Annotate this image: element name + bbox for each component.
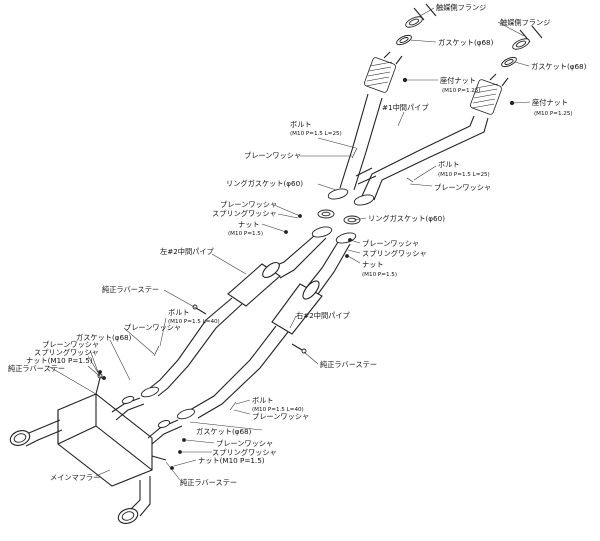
mid-pipe-2-right-part [176,232,357,420]
ring-gaskets-part [317,209,361,225]
cat-flange-right-part [512,25,543,50]
gasket-lower-left-label: ガスケット(φ68) [76,333,132,342]
nut-mid-left-label: ナット [238,220,260,229]
seat-nut-left-label: 座付ナット [440,76,476,85]
rubber-stay-left-label: 純正ラバーステー [8,364,65,373]
gasket-top-right-label: ガスケット(φ68) [531,62,587,71]
bolt-upper-left-label: ボルト [290,120,312,129]
mid-pipe-2-right-label: 右#2中間パイプ [296,311,351,320]
cat-flange-right-label: 触媒側フランジ [500,18,550,27]
rubber-stay-bottom-label: 純正ラバーステー [180,478,237,487]
bolt-upper-right-label: ボルト [438,160,460,169]
rubber-stay-right-part [291,343,307,354]
ring-gasket-left-label: リングガスケット(φ60) [226,179,303,188]
rubber-stay-upper-part [192,304,207,315]
cat-flange-left-part [405,3,437,28]
spring-washer-mid-right-label: スプリングワッシャ [362,249,427,258]
gasket-top-left-part [396,34,412,46]
nut-mid-left-spec: (M10 P=1.5) [228,231,263,237]
seat-nut-right-spec: (M10 P=1.25) [534,111,573,117]
plain-washer-lower-left-label: プレーンワッシャ [124,323,181,332]
rubber-stay-upper-label: 純正ラバーステー [102,285,159,294]
spring-washer-bottom-label: スプリングワッシャ [212,448,277,457]
gasket-lower-right-label: ガスケット(φ68) [196,427,252,436]
gasket-top-left-label: ガスケット(φ68) [438,38,494,47]
seat-nut-left-spec: (M10 P=1.25) [442,88,481,94]
nut-mid-right-spec: (M10 P=1.5) [362,272,397,278]
plain-washer-upper-left-label: プレーンワッシャ [244,151,301,160]
cat-flange-left-label: 触媒側フランジ [436,3,486,12]
spring-washer-mid-left-label: スプリングワッシャ [212,209,277,218]
bolt-lower-left-label: ボルト [168,308,190,317]
rubber-stay-right-label: 純正ラバーステー [320,360,377,369]
plain-washer-bottom-label: プレーンワッシャ [216,439,273,448]
ring-gasket-right-label: リングガスケット(φ60) [368,214,445,223]
mid-pipe-1-flanges [327,188,375,206]
flex-joint-left [364,51,403,93]
plain-washer-far-left-label: プレーンワッシャ [42,340,99,349]
bolt-lower-right-label: ボルト [252,396,274,405]
plain-washer-lower-right-label: プレーンワッシャ [252,412,309,421]
mid-pipe-2-left-part [140,226,333,398]
plain-washer-upper-right-label: プレーンワッシャ [434,183,491,192]
main-muffler-label: メインマフラー [50,473,100,482]
main-muffler-part [9,373,183,524]
mid-pipe-2-left-label: 左#2中間パイプ [160,247,215,256]
bolt-upper-right-spec: (M10 P=1.5 L=25) [438,172,490,178]
plain-washer-mid-left-label: プレーンワッシャ [220,200,277,209]
bolt-upper-left-spec: (M10 P=1.5 L=25) [290,131,342,137]
nut-bottom-label: ナット(M10 P=1.5) [198,456,265,465]
mid-pipe-1-label: #1中間パイプ [382,103,429,112]
flex-joint-right [470,73,509,115]
seat-nut-right-label: 座付ナット [532,98,568,107]
mid-pipe-1-part [339,93,489,201]
bolt-lower-right-spec: (M10 P=1.5 L=40) [252,407,304,413]
spring-washer-far-left-label: スプリングワッシャ [34,348,99,357]
nut-mid-right-label: ナット [362,260,384,269]
nut-far-left-label: ナット(M10 P=1.5) [26,356,93,365]
leader-lines [47,7,531,481]
labels-group: 触媒側フランジ 触媒側フランジ ガスケット(φ68) ガスケット(φ68) 座付… [8,3,587,487]
bolt-lower-left-spec: (M10 P=1.5 L=40) [168,319,220,325]
plain-washer-mid-right-label: プレーンワッシャ [362,239,419,248]
gasket-top-right-part [501,56,517,68]
